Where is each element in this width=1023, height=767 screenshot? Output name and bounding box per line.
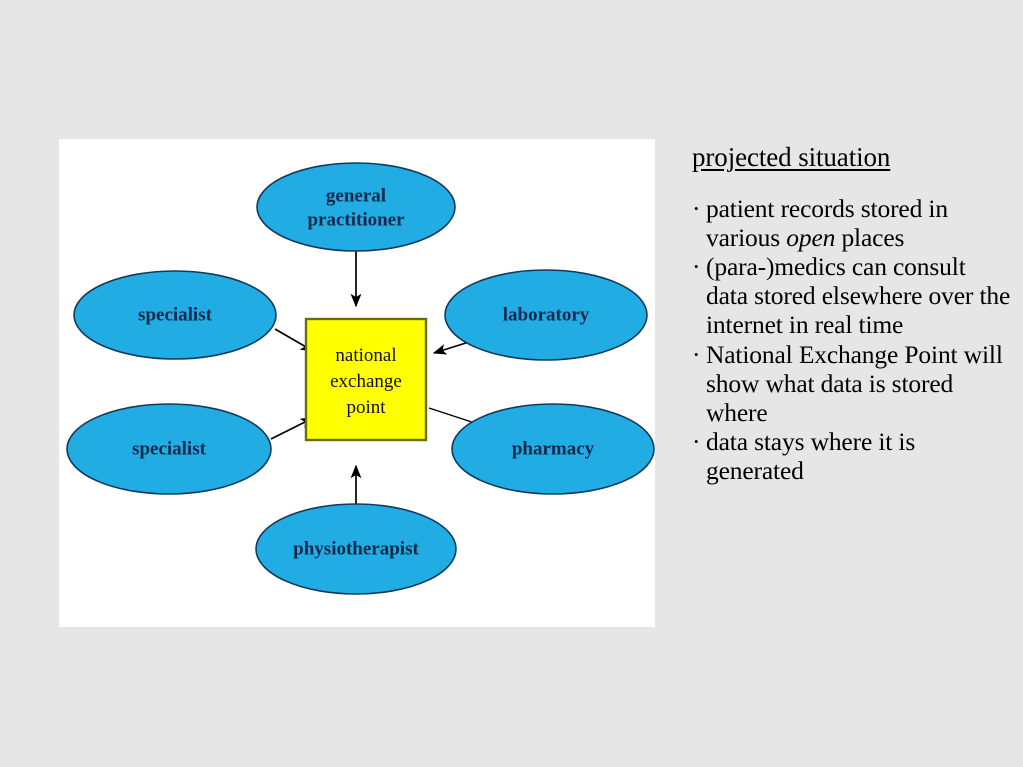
bullet-marker-icon: · — [692, 339, 701, 369]
bullet-patient-records-text: patient records stored in various open p… — [706, 194, 948, 252]
node-physiotherapist[interactable]: physiotherapist — [255, 503, 457, 595]
notes-column: projected situation ·patient records sto… — [692, 142, 1012, 485]
node-general-practitioner[interactable]: general practitioner — [256, 162, 456, 252]
bullet-national-exchange-point: ·National Exchange Point will show what … — [692, 340, 1012, 427]
bullet-marker-icon: · — [692, 426, 701, 456]
hub-label-line1: national — [335, 345, 396, 366]
node-general-practitioner-label-line1: general — [326, 185, 386, 206]
bullet-patient-records-segment-0: patient records stored in various — [706, 194, 948, 253]
node-specialist-upper-shape — [73, 270, 277, 360]
node-specialist-lower-label: specialist — [132, 438, 207, 459]
node-general-practitioner-shape — [256, 162, 456, 252]
node-laboratory[interactable]: laboratory — [444, 269, 648, 361]
diagram-panel: general practitioner specialist speciali… — [59, 139, 655, 627]
node-pharmacy[interactable]: pharmacy — [451, 403, 655, 495]
node-general-practitioner-label-line2: practitioner — [307, 209, 405, 230]
node-physiotherapist-shape — [255, 503, 457, 595]
bullet-data-stays-segment-0: data stays where it is generated — [706, 426, 916, 485]
node-laboratory-shape — [444, 269, 648, 361]
bullet-patient-records-segment-1: open — [786, 223, 836, 253]
bullet-paramedics-segment-0: (para-)medics can consult data stored el… — [706, 252, 1011, 340]
diagram-svg: general practitioner specialist speciali… — [66, 162, 655, 595]
hub-label-line2: exchange — [330, 371, 402, 392]
bullet-paramedics-text: (para-)medics can consult data stored el… — [706, 252, 1010, 339]
bullet-data-stays: ·data stays where it is generated — [692, 427, 1012, 485]
hub-national-exchange-point-shape — [304, 317, 428, 442]
notes-bullet-list: ·patient records stored in various open … — [692, 194, 1012, 485]
node-specialist-upper-label: specialist — [138, 304, 213, 325]
hub-national-exchange-point[interactable]: national exchange point — [304, 317, 428, 442]
node-physiotherapist-label: physiotherapist — [293, 538, 419, 559]
bullet-paramedics: ·(para-)medics can consult data stored e… — [692, 252, 1012, 339]
node-pharmacy-label: pharmacy — [512, 438, 595, 459]
bullet-marker-icon: · — [692, 194, 701, 224]
node-specialist-lower-shape — [66, 403, 272, 495]
bullet-national-exchange-point-text: National Exchange Point will show what d… — [706, 340, 1003, 427]
node-laboratory-label: laboratory — [503, 304, 590, 325]
node-specialist-upper[interactable]: specialist — [73, 270, 277, 360]
notes-title: projected situation — [692, 142, 891, 172]
bullet-patient-records: ·patient records stored in various open … — [692, 194, 1012, 252]
bullet-marker-icon: · — [692, 252, 701, 282]
bullet-national-exchange-point-segment-0: National Exchange Point will show what d… — [706, 339, 1003, 427]
bullet-patient-records-segment-2: places — [835, 223, 905, 253]
bullet-data-stays-text: data stays where it is generated — [706, 427, 915, 485]
hub-label-line3: point — [346, 397, 386, 418]
node-specialist-lower[interactable]: specialist — [66, 403, 272, 495]
node-pharmacy-shape — [451, 403, 655, 495]
